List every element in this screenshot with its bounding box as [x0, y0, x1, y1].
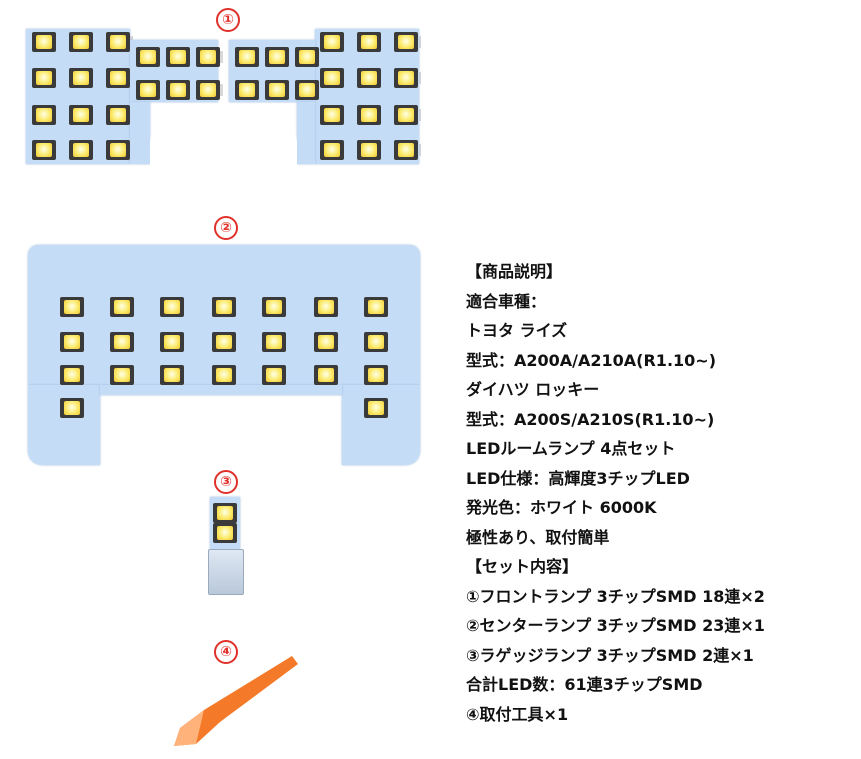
description-line: トヨタ ライズ [466, 321, 568, 340]
removal-tool-icon [174, 656, 298, 746]
center-led [57, 297, 87, 317]
center-led [311, 365, 341, 385]
front-led [29, 32, 59, 52]
description-line: 発光色：ホワイト 6000K [466, 498, 657, 517]
front-led [391, 68, 421, 88]
center-led [361, 297, 391, 317]
center-led [259, 332, 289, 352]
center-led [157, 365, 187, 385]
front-led [29, 105, 59, 125]
front-led [103, 140, 133, 160]
center-led [361, 332, 391, 352]
front-led [317, 140, 347, 160]
front-led [391, 32, 421, 52]
product-description: 【商品説明】適合車種： トヨタ ライズ型式：A200A/A210A(R1.10~)… [466, 257, 856, 729]
center-led [107, 365, 137, 385]
description-line: ④取付工具×1 [466, 704, 569, 724]
center-led [209, 297, 239, 317]
marker-4: ④ [214, 640, 238, 664]
front-led [66, 105, 96, 125]
front-led [163, 80, 193, 100]
front-led [193, 47, 223, 67]
front-led [193, 80, 223, 100]
front-led [317, 32, 347, 52]
description-line: 【商品説明】 [466, 262, 563, 281]
center-led [311, 297, 341, 317]
front-led [354, 105, 384, 125]
front-led [163, 47, 193, 67]
center-led [107, 332, 137, 352]
center-led [311, 332, 341, 352]
front-led [29, 68, 59, 88]
center-led [209, 332, 239, 352]
description-line: LEDルームランプ 4点セット [466, 439, 676, 458]
front-led [232, 47, 262, 67]
front-led [66, 68, 96, 88]
center-led [361, 398, 391, 418]
front-led [391, 140, 421, 160]
front-led [232, 80, 262, 100]
description-line: ②センターランプ 3チップSMD 23連×1 [466, 616, 765, 635]
center-led [157, 332, 187, 352]
center-led [57, 365, 87, 385]
front-led [354, 32, 384, 52]
front-led [133, 80, 163, 100]
front-led [262, 47, 292, 67]
front-led [292, 47, 322, 67]
front-led [354, 68, 384, 88]
front-led [262, 80, 292, 100]
center-led [259, 365, 289, 385]
center-led [157, 297, 187, 317]
front-led [317, 105, 347, 125]
center-led [107, 297, 137, 317]
front-led [292, 80, 322, 100]
description-line: 合計LED数：61連3チップSMD [466, 675, 703, 694]
description-line: 極性あり、取付簡単 [466, 527, 610, 547]
front-led [317, 68, 347, 88]
description-line: 適合車種： [466, 291, 547, 311]
front-led [66, 140, 96, 160]
front-led [354, 140, 384, 160]
description-line: ①フロントランプ 3チップSMD 18連×2 [466, 586, 765, 606]
center-led [57, 398, 87, 418]
description-line: LED仕様：高輝度3チップLED [466, 468, 690, 488]
description-line: 型式：A200S/A210S(R1.10~) [466, 409, 715, 429]
marker-2: ② [214, 216, 238, 240]
description-line: 型式：A200A/A210A(R1.10~) [466, 350, 717, 370]
front-led [133, 47, 163, 67]
description-line: ダイハツ ロッキー [466, 380, 600, 399]
luggage-led-2 [210, 523, 240, 543]
front-led [29, 140, 59, 160]
marker-1: ① [216, 8, 240, 32]
front-led [66, 32, 96, 52]
front-led [103, 68, 133, 88]
center-led [57, 332, 87, 352]
marker-3: ③ [214, 470, 238, 494]
center-led [209, 365, 239, 385]
luggage-led-1 [210, 503, 240, 523]
front-led [391, 105, 421, 125]
center-led [259, 297, 289, 317]
front-led [103, 105, 133, 125]
center-led [361, 365, 391, 385]
description-line: ③ラゲッジランプ 3チップSMD 2連×1 [466, 645, 754, 665]
front-led [103, 32, 133, 52]
wedge-base [208, 549, 244, 595]
description-line: 【セット内容】 [466, 557, 579, 576]
